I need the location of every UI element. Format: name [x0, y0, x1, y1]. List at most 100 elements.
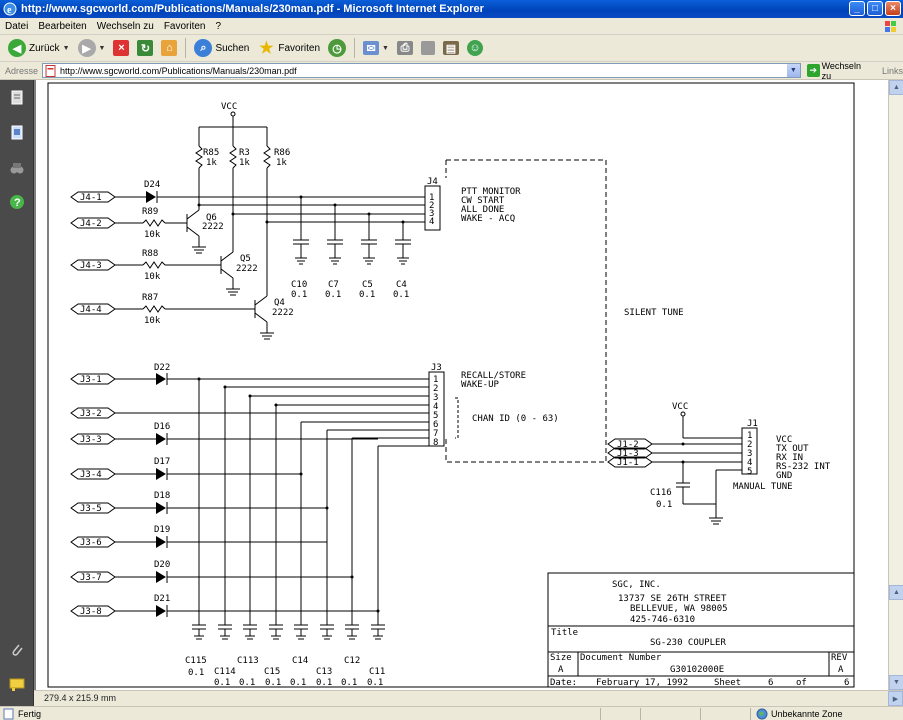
menu-datei[interactable]: Datei	[5, 20, 29, 32]
menu-bearbeiten[interactable]: Bearbeiten	[38, 20, 87, 32]
silent-tune-boundary	[445, 159, 607, 463]
messenger-button[interactable]: ☺	[465, 37, 485, 59]
c4-value: 0.1	[393, 290, 409, 300]
pdf-sidebar: ?	[0, 80, 34, 706]
back-button[interactable]: ◀ Zurück ▼	[6, 37, 72, 59]
minimize-button[interactable]: _	[849, 1, 865, 16]
connector-j3-4: J3-4	[70, 468, 116, 480]
resistor-r86	[263, 127, 271, 280]
chevron-down-icon[interactable]: ▼	[98, 44, 106, 52]
ground-q5	[226, 284, 240, 296]
search-binoculars-icon[interactable]	[9, 160, 25, 176]
j4-4-label: J4-4	[80, 305, 102, 315]
scroll-marker-icon[interactable]: ▲	[889, 585, 903, 600]
attachment-icon[interactable]	[9, 642, 25, 658]
printer-icon: ⎙	[396, 41, 413, 55]
connector-j1-1: J1-1	[607, 456, 653, 468]
menu-favoriten[interactable]: Favoriten	[163, 20, 206, 32]
c7-value: 0.1	[325, 290, 341, 300]
links-button[interactable]: Links	[881, 65, 903, 76]
scroll-up-icon[interactable]: ▲	[889, 80, 903, 95]
d21-label: D21	[154, 594, 170, 604]
connector-j3-5: J3-5	[70, 502, 116, 514]
j3-pin-8: 8	[433, 438, 438, 448]
j4-pin-1: 1	[429, 193, 434, 203]
diode-d20	[156, 571, 168, 583]
pdf-page-icon	[45, 64, 56, 77]
j4-3-label: J4-3	[80, 261, 102, 271]
r87-value: 10k	[144, 316, 161, 326]
help-icon[interactable]: ?	[9, 194, 25, 210]
c4-label: C4	[396, 280, 407, 290]
j1-1-label: J1-1	[617, 458, 639, 468]
tb-docnum-label: Document Number	[580, 653, 662, 663]
forward-button[interactable]: ▶ ▼	[76, 37, 108, 59]
j3-5-label: J3-5	[80, 504, 102, 514]
transistor-q4	[254, 295, 268, 328]
pages-icon[interactable]	[9, 90, 25, 106]
edit-button[interactable]	[419, 37, 437, 59]
j3-pin-2: 2	[433, 384, 438, 394]
close-button[interactable]: ×	[885, 1, 901, 16]
go-button[interactable]: ➔ Wechseln zu	[806, 61, 872, 81]
q6-part: 2222	[202, 222, 224, 232]
address-input[interactable]: http://www.sgcworld.com/Publications/Man…	[42, 63, 801, 78]
connector-j4-3: J4-3	[70, 259, 116, 271]
chevron-down-icon[interactable]: ▼	[786, 64, 800, 77]
home-icon: ⌂	[161, 40, 178, 56]
bookmarks-icon[interactable]	[9, 125, 25, 141]
j3-2-label: J3-2	[80, 409, 102, 419]
pdf-document-area[interactable]: VCC	[34, 80, 888, 690]
c12-label: C12	[344, 656, 360, 666]
scroll-right-icon[interactable]: ▶	[888, 691, 903, 706]
j3-pin-7: 7	[433, 429, 438, 439]
tb-address2: BELLEVUE, WA 98005	[630, 604, 728, 614]
maximize-button[interactable]: □	[867, 1, 883, 16]
capacitor-row-bottom	[192, 624, 385, 640]
j4-signal-done: ALL DONE	[461, 205, 504, 215]
c116-label: C116	[650, 488, 672, 498]
d17-label: D17	[154, 457, 170, 467]
edit-icon	[420, 41, 435, 55]
favorites-button[interactable]: ★ Favoriten	[255, 37, 322, 59]
r88-value: 10k	[144, 272, 161, 282]
connector-j3-1: J3-1	[70, 373, 116, 385]
windows-logo-icon	[885, 21, 896, 32]
back-arrow-icon: ◀	[8, 39, 26, 57]
home-button[interactable]: ⌂	[159, 37, 179, 59]
vertical-scrollbar[interactable]: ▲ ▲ ▼	[888, 80, 903, 690]
capacitor-c10	[293, 195, 309, 265]
chevron-down-icon[interactable]: ▼	[382, 44, 389, 52]
connector-j4-box	[424, 185, 441, 231]
globe-icon	[756, 708, 768, 720]
menu-wechseln[interactable]: Wechseln zu	[96, 20, 154, 32]
manual-tune-label: MANUAL TUNE	[733, 482, 793, 492]
tb-phone: 425-746-6310	[630, 615, 695, 625]
j4-2-label: J4-2	[80, 219, 102, 229]
mail-button[interactable]: ✉ ▼	[361, 37, 391, 59]
favorites-label: Favoriten	[278, 42, 321, 54]
r88-label: R88	[142, 249, 158, 259]
search-button[interactable]: ⌕ Suchen	[192, 37, 251, 59]
j3-3-label: J3-3	[80, 435, 102, 445]
comments-icon[interactable]	[9, 676, 25, 692]
scroll-down-icon[interactable]: ▼	[889, 675, 903, 690]
tb-sheet-label: Sheet	[714, 678, 741, 688]
cap-value-3: 0.1	[265, 678, 281, 688]
connector-j3-3: J3-3	[70, 433, 116, 445]
connector-j4-4: J4-4	[70, 303, 116, 315]
history-button[interactable]: ◷	[326, 37, 348, 59]
j3-pin-1: 1	[433, 375, 438, 385]
vcc-node	[230, 111, 236, 117]
cap-value-2: 0.1	[239, 678, 255, 688]
address-label: Adresse	[5, 65, 39, 76]
stop-button[interactable]: ×	[111, 37, 131, 59]
title-block	[547, 572, 855, 688]
print-button[interactable]: ⎙	[395, 37, 415, 59]
refresh-button[interactable]: ↻	[135, 37, 155, 59]
chevron-down-icon[interactable]: ▼	[62, 44, 70, 52]
q6-label: Q6	[206, 213, 217, 223]
discuss-button[interactable]: ▤	[441, 37, 461, 59]
menu-help[interactable]: ?	[215, 20, 222, 32]
status-bar: Fertig Unbekannte Zone	[0, 706, 903, 720]
